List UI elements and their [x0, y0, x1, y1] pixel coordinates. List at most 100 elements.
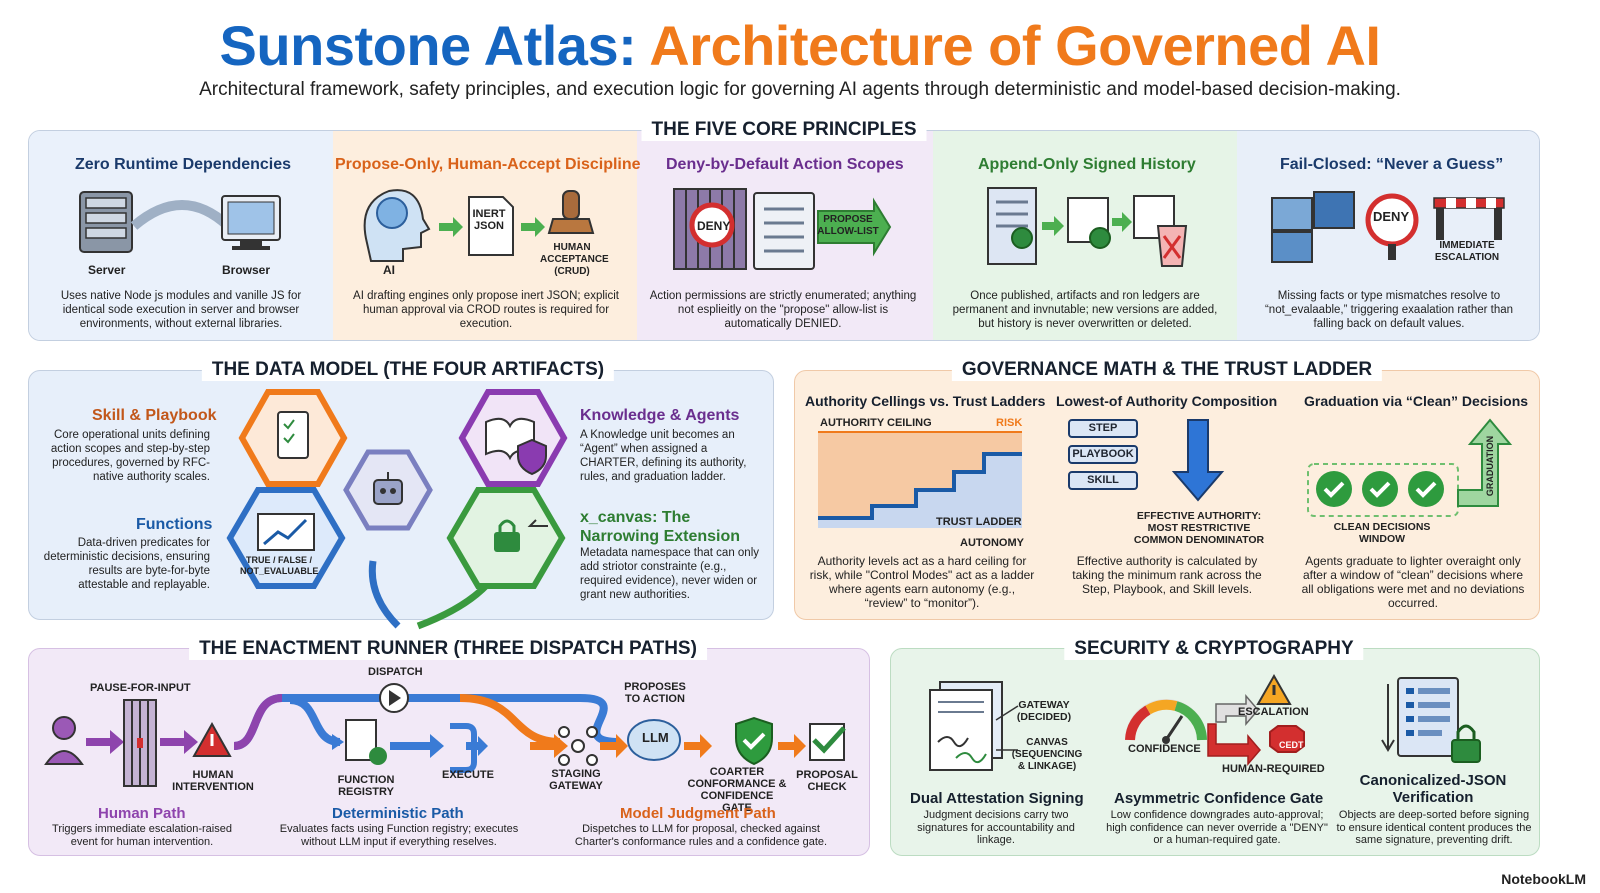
principle-1-title: Zero Runtime Dependencies [75, 156, 292, 173]
human-path-title: Human Path [98, 805, 186, 822]
effective-authority-label: EFFECTIVE AUTHORITY: MOST RESTRICTIVE CO… [1133, 510, 1265, 546]
page-title: Sunstone Atlas: Architecture of Governed… [0, 14, 1600, 78]
escalation-label: ESCALATION [1238, 706, 1309, 718]
inert-json-label: INERT JSON [472, 208, 506, 232]
level-playbook-label: PLAYBOOK [1072, 448, 1134, 460]
gov-col2-text: Effective authority is calculated by tak… [1072, 554, 1262, 596]
execute-label: EXECUTE [442, 769, 494, 781]
knowledge-agents-title: Knowledge & Agents [580, 407, 740, 424]
pause-for-input-label: PAUSE-FOR-INPUT [90, 682, 191, 694]
trust-ladder-label: TRUST LADDER [936, 516, 1022, 528]
principle-2-text: AI drafting engines only propose inert J… [353, 290, 619, 330]
brand-text: NotebookLM [1501, 871, 1586, 887]
artifact-hexagons-diagram [226, 389, 568, 630]
asymmetric-gate-text: Low confidence downgrades auto-approval;… [1106, 809, 1328, 846]
gov-col3-title: Graduation via “Clean” Decisions [1304, 393, 1529, 409]
level-skill-label: SKILL [1087, 474, 1119, 486]
browser-label: Browser [222, 263, 271, 277]
canonical-json-title: Canonicalized-JSON Verification [1359, 772, 1507, 806]
human-acceptance-label: HUMAN ACCEPTANCE (CRUD) [540, 242, 609, 277]
down-arrow-icon [1171, 419, 1225, 502]
principle-4-text: Once published, artifacts and ron ledger… [952, 290, 1218, 330]
level-playbook-badge: PLAYBOOK [1068, 445, 1138, 464]
graduation-label: GRADUATION [1485, 435, 1496, 497]
knowledge-agents-text: A Knowledge unit becomes an “Agent” when… [580, 429, 747, 483]
page-subtitle: Architectural framework, safety principl… [199, 79, 1401, 100]
confidence-label: CONFIDENCE [1128, 743, 1201, 755]
staging-gateway-label: STAGING GATEWAY [549, 768, 603, 792]
principle-5-text: Missing facts or type mismatches resolve… [1264, 290, 1514, 330]
principle-4-title: Append-Only Signed History [978, 156, 1196, 173]
principle-1-text: Uses native Node js modules and vanille … [60, 290, 302, 330]
title-part1: Sunstone Atlas: [219, 14, 637, 77]
proposes-to-action-label: PROPOSES TO ACTION [624, 681, 686, 705]
dual-attestation-title: Dual Attestation Signing [910, 790, 1084, 807]
gateway-decided-label: GATEWAY (DECIDED) [1016, 699, 1072, 723]
deterministic-path-title: Deterministic Path [332, 805, 464, 822]
dual-attestation-text: Judgment decisions carry two signatures … [917, 809, 1075, 846]
functions-text: Data-driven predicates for deterministic… [43, 537, 210, 591]
asymmetric-gate-title: Asymmetric Confidence Gate [1114, 790, 1324, 807]
principles-panel [28, 130, 1540, 341]
gov-col1-title: Authority Cellings vs. Trust Ladders [805, 393, 1046, 409]
gov-col3-text: Agents graduate to lighter overaight onl… [1301, 554, 1525, 610]
level-step-label: STEP [1088, 422, 1118, 434]
deterministic-path-text: Evaluates facts using Function registry;… [279, 823, 519, 848]
gate-deny-allowlist-icon [673, 188, 892, 270]
model-judgment-path-text: Dispetches to LLM for proposal, checked … [574, 823, 828, 848]
propose-allowlist-label: PROPOSE ALLOW-LIST [817, 214, 879, 237]
canonical-json-text: Objects are deep-sorted before signing t… [1336, 809, 1532, 846]
ai-label: AI [383, 263, 395, 277]
model-judgment-path-title: Model Judgment Path [620, 805, 776, 822]
skill-playbook-title: Skill & Playbook [92, 407, 217, 424]
deny-label-p5: DENY [1373, 209, 1410, 224]
proposal-check-label: PROPOSAL CHECK [796, 769, 858, 793]
canvas-sequencing-label: CANVAS (SEQUENCING & LINKAGE) [1011, 737, 1083, 772]
dual-signature-doc-icon [929, 681, 1019, 771]
autonomy-label: AUTONOMY [960, 537, 1024, 549]
skill-playbook-text: Core operational units defining action s… [50, 429, 210, 483]
json-verification-lock-icon [1381, 677, 1481, 763]
human-required-label: HUMAN-REQUIRED [1222, 763, 1325, 775]
authority-ceiling-label: AUTHORITY CEILING [820, 417, 932, 429]
gov-col1-text: Authority levels act as a hard ceiling f… [809, 554, 1035, 610]
dispatch-paths-diagram [44, 683, 846, 787]
authority-ceiling-chart [818, 431, 1022, 528]
immediate-escalation-label: IMMEDIATE ESCALATION [1434, 240, 1500, 263]
server-label: Server [88, 263, 126, 277]
llm-label: LLM [642, 730, 669, 745]
principle-3-text: Action permissions are strictly enumerat… [649, 290, 917, 330]
clean-decisions-graduation-icon [1307, 418, 1513, 517]
title-part2: Architecture of Governed AI [649, 14, 1381, 77]
clean-decisions-label: CLEAN DECISIONS WINDOW [1333, 521, 1431, 545]
confidence-gauge-icon [1125, 673, 1305, 767]
dispatch-label: DISPATCH [368, 666, 423, 678]
runner-heading: THE ENACTMENT RUNNER (THREE DISPATCH PAT… [189, 638, 707, 660]
gov-col2-title: Lowest-of Authority Composition [1056, 393, 1278, 409]
xcanvas-text: Metadata namespace that can only add str… [580, 547, 760, 601]
function-registry-label: FUNCTION REGISTRY [337, 774, 395, 798]
server-browser-bridge-icon [79, 191, 281, 253]
runner-panel [28, 648, 870, 856]
signed-ledger-trash-icon [987, 187, 1188, 267]
brand-logo: NotebookLM [1501, 871, 1586, 887]
level-skill-badge: SKILL [1068, 471, 1138, 490]
principle-2-title: Propose-Only, Human-Accept Discipline [335, 156, 641, 173]
xcanvas-title: x_canvas: The Narrowing Extension [580, 509, 741, 545]
human-intervention-label: HUMAN INTERVENTION [172, 769, 254, 793]
principle-3-title: Deny-by-Default Action Scopes [666, 156, 904, 173]
principle-5-title: Fail-Closed: “Never a Guess” [1280, 156, 1504, 173]
cedt-label: CEDT [1279, 740, 1304, 750]
true-false-label: TRUE / FALSE / NOT_EVALUABLE [240, 555, 319, 576]
human-path-text: Triggers immediate escalation-raised eve… [52, 823, 232, 848]
coarter-gate-label: COARTER CONFORMANCE & CONFIDENCE GATE [687, 766, 787, 814]
level-step-badge: STEP [1068, 419, 1138, 438]
deny-label-p3: DENY [697, 219, 731, 233]
security-heading: SECURITY & CRYPTOGRAPHY [1064, 638, 1364, 660]
principles-heading: THE FIVE CORE PRINCIPLES [641, 119, 927, 141]
functions-title: Functions [136, 516, 213, 533]
governance-heading: GOVERNANCE MATH & THE TRUST LADDER [951, 359, 1383, 381]
data-model-heading: THE DATA MODEL (THE FOUR ARTIFACTS) [201, 359, 615, 381]
puzzle-deny-barrier-icon [1271, 191, 1505, 263]
risk-label: RISK [996, 417, 1023, 429]
